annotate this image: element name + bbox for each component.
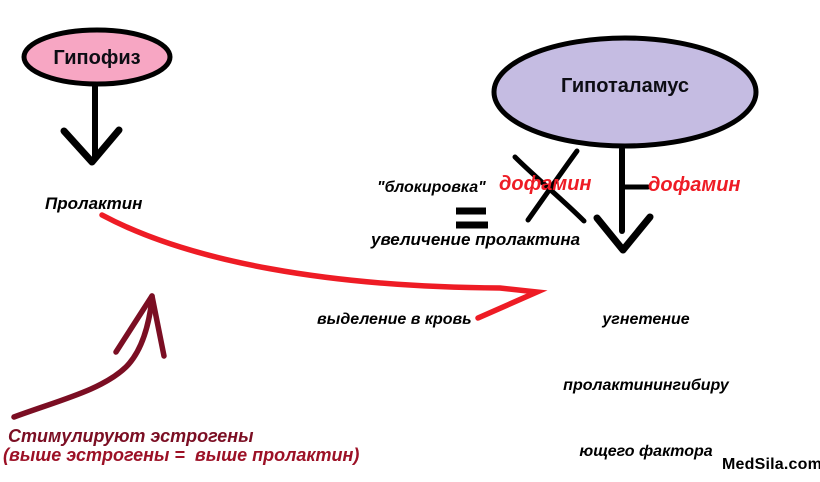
pituitary-down-arrow-head-icon <box>60 126 123 166</box>
inhibition-line-2: пролактинингибиру <box>563 377 729 394</box>
estrogen-formula-label: (выше эстрогены = выше пролактин) <box>3 445 360 465</box>
inhibition-line-1: угнетение <box>602 311 690 328</box>
estrogen-stimulate-label: Стимулируют эстрогены <box>8 426 254 446</box>
inhibition-factor-label: угнетение пролактинингибиру ющего фактор… <box>548 265 744 482</box>
hypothalamus-down-arrow-head-icon <box>593 213 654 254</box>
estrogen-stimulation-arrow-head-icon <box>149 293 167 359</box>
prolactin-release-curve-arrow <box>99 212 548 321</box>
hypothalamus-node-label: Гипоталамус <box>561 74 689 97</box>
pituitary-node-label: Гипофиз <box>53 46 141 69</box>
hypothalamus-ellipse <box>491 35 759 149</box>
inhibition-line-3: ющего фактора <box>579 443 713 460</box>
estrogen-stimulation-arrow-head-icon <box>113 293 155 355</box>
prolactin-label: Пролактин <box>45 194 143 213</box>
blood-release-label: выделение в кровь <box>317 311 472 328</box>
dopamine-blocked-label: дофамин <box>499 173 592 195</box>
estrogen-stimulation-arrow-shaft <box>11 296 155 420</box>
prolactin-increase-label: увеличение пролактина <box>371 230 581 249</box>
dopamine-label: дофамин <box>648 174 741 196</box>
blockade-label: "блокировка" <box>377 179 486 196</box>
watermark-text: MedSila.com <box>722 456 820 473</box>
cross-out-x-icon <box>525 148 580 223</box>
